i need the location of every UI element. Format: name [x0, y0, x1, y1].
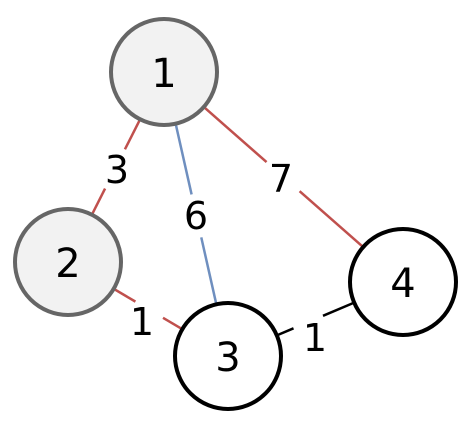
node-4: 4 [348, 227, 458, 337]
edge-weight-1-4: 7 [269, 157, 293, 201]
edge-1-4-segment-b [298, 190, 365, 248]
edge-weight-3-4: 1 [303, 316, 327, 360]
node-1-circle [109, 17, 219, 127]
node-2-circle [13, 207, 123, 317]
edge-1-3-segment-b [200, 237, 218, 305]
edge-weight-2-3: 1 [130, 300, 154, 344]
edge-1-2-segment-b [90, 188, 107, 216]
node-3-circle [173, 301, 283, 411]
edge-3-4-segment-b [322, 301, 355, 317]
node-4-label: 4 [390, 261, 415, 307]
node-4-circle [348, 227, 458, 337]
edge-2-3-segment-a [113, 287, 137, 303]
nodes-layer: 1 2 3 4 [13, 17, 458, 411]
edge-labels-layer: 3 6 7 1 1 [105, 148, 327, 360]
node-2-label: 2 [55, 241, 80, 287]
node-2: 2 [13, 207, 123, 317]
node-3-label: 3 [215, 335, 240, 381]
node-1: 1 [109, 17, 219, 127]
edge-1-3-segment-a [174, 123, 193, 195]
edge-2-3-segment-b [162, 316, 183, 331]
node-1-label: 1 [151, 51, 176, 97]
edge-1-2-segment-a [123, 118, 142, 150]
edge-weight-1-2: 3 [105, 148, 129, 192]
edge-3-4-segment-a [276, 327, 295, 337]
edge-weight-1-3: 6 [184, 194, 208, 238]
edges-layer [90, 106, 365, 337]
edge-1-4-segment-a [202, 106, 268, 164]
node-3: 3 [173, 301, 283, 411]
